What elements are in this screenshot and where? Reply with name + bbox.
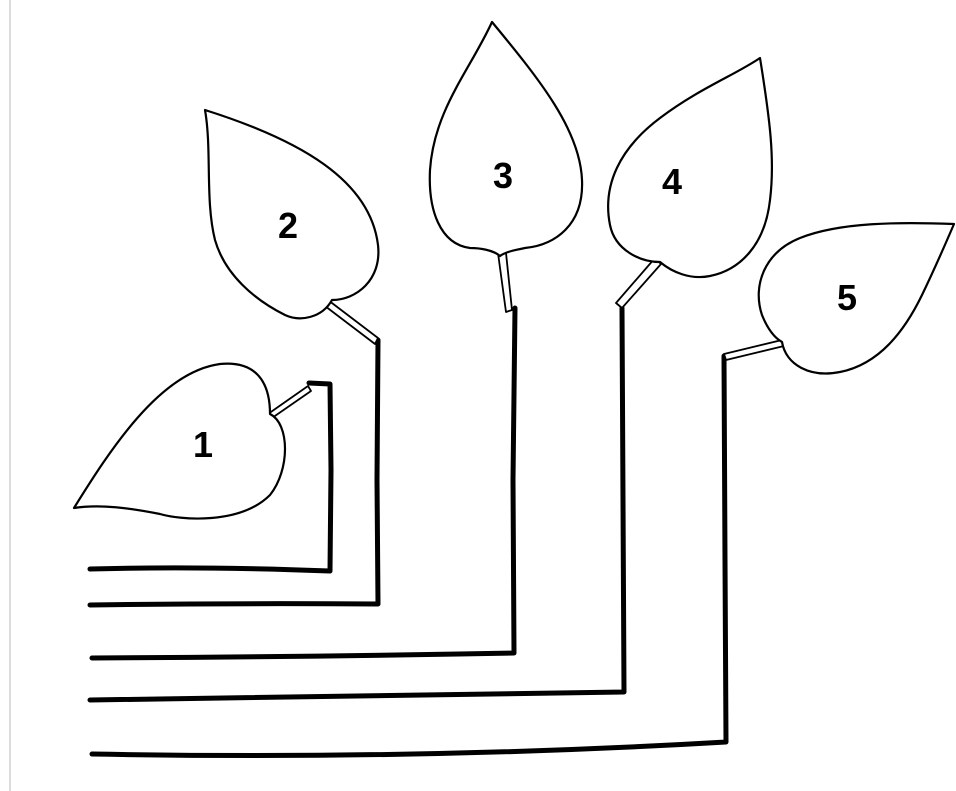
leaf-4-label: 4 xyxy=(662,161,682,202)
leaf-2-petiole xyxy=(325,300,378,344)
leaf-1: 1 xyxy=(74,364,311,519)
leaf-5-label: 5 xyxy=(837,277,857,318)
leaf-2: 2 xyxy=(205,110,378,344)
leaf-2-label: 2 xyxy=(278,205,298,246)
leaf-1-petiole xyxy=(268,386,311,418)
leaf-4-blade xyxy=(608,58,772,277)
leaf-3: 3 xyxy=(430,22,582,312)
leaf-1-label: 1 xyxy=(193,424,213,465)
leaf-1-blade xyxy=(74,364,285,519)
leaf-3-petiole xyxy=(498,253,512,312)
leaf-3-label: 3 xyxy=(493,155,513,196)
leaf-5-petiole xyxy=(724,340,784,360)
leaf-4: 4 xyxy=(608,58,772,308)
leaf-5: 5 xyxy=(724,223,954,373)
leaf-3-blade xyxy=(430,22,582,256)
leaf-4-petiole xyxy=(616,258,661,308)
